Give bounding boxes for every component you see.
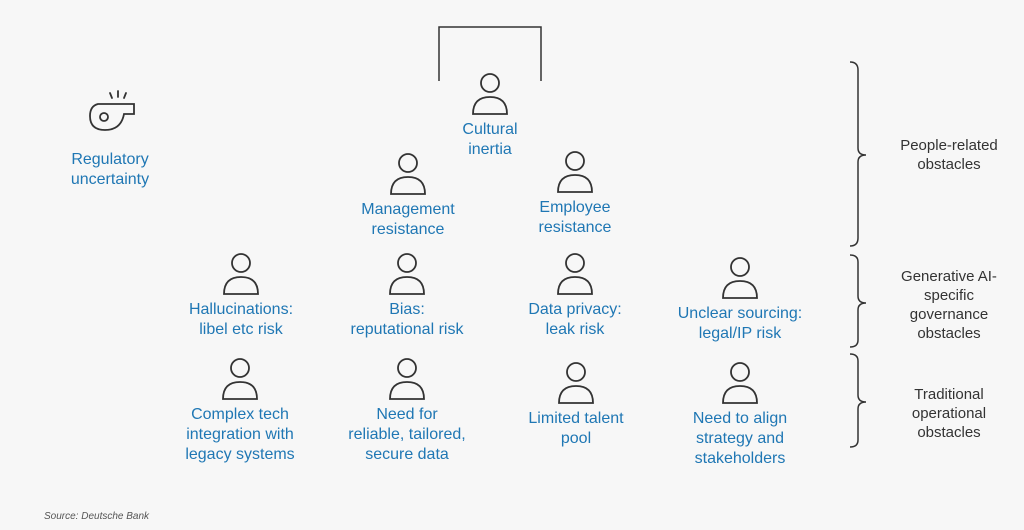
person-icon bbox=[390, 153, 426, 195]
node-employee-resistance: Employee resistance bbox=[490, 150, 660, 238]
node-management-resistance: Management resistance bbox=[323, 152, 493, 240]
group-label-genai: Generative AI- specific governance obsta… bbox=[901, 268, 997, 342]
person-icon bbox=[222, 358, 258, 400]
person-icon bbox=[558, 362, 594, 404]
node-label: Regulatory uncertainty bbox=[70, 151, 150, 188]
whistle-icon bbox=[89, 90, 135, 131]
node-label: Employee resistance bbox=[538, 199, 612, 236]
person-icon bbox=[722, 362, 758, 404]
person-icon bbox=[389, 253, 425, 295]
node-label: Hallucinations: libel etc risk bbox=[188, 301, 294, 338]
node-cultural-inertia: Cultural inertia bbox=[405, 72, 575, 160]
node-bias: Bias: reputational risk bbox=[322, 252, 492, 340]
node-label: Cultural inertia bbox=[462, 121, 518, 158]
node-limited-talent: Limited talent pool bbox=[491, 361, 661, 449]
node-need-data: Need for reliable, tailored, secure data bbox=[322, 357, 492, 465]
group-label-traditional: Traditional operational obstacles bbox=[911, 386, 987, 441]
node-label: Data privacy: leak risk bbox=[528, 301, 622, 338]
group-label-people: People-related obstacles bbox=[900, 137, 998, 173]
node-hallucinations: Hallucinations: libel etc risk bbox=[156, 252, 326, 340]
node-label: Limited talent pool bbox=[528, 410, 624, 447]
person-icon bbox=[472, 73, 508, 115]
person-icon bbox=[389, 358, 425, 400]
brace-genai bbox=[849, 254, 867, 348]
node-label: Complex tech integration with legacy sys… bbox=[185, 406, 295, 463]
node-unclear-sourcing: Unclear sourcing: legal/IP risk bbox=[655, 256, 825, 344]
brace-traditional bbox=[849, 353, 867, 448]
node-label: Need for reliable, tailored, secure data bbox=[348, 406, 466, 463]
node-label: Need to align strategy and stakeholders bbox=[692, 410, 788, 467]
node-label: Bias: reputational risk bbox=[350, 301, 464, 338]
person-icon bbox=[557, 253, 593, 295]
source-note: Source: Deutsche Bank bbox=[44, 511, 150, 522]
person-icon bbox=[223, 253, 259, 295]
brace-people bbox=[849, 61, 867, 247]
node-complex-tech: Complex tech integration with legacy sys… bbox=[155, 357, 325, 465]
person-icon bbox=[557, 151, 593, 193]
node-need-align: Need to align strategy and stakeholders bbox=[655, 361, 825, 469]
node-data-privacy: Data privacy: leak risk bbox=[490, 252, 660, 340]
node-label: Unclear sourcing: legal/IP risk bbox=[677, 305, 803, 342]
node-regulatory-uncertainty: Regulatory uncertainty bbox=[25, 146, 195, 190]
top-frame bbox=[438, 26, 542, 81]
person-icon bbox=[722, 257, 758, 299]
node-label: Management resistance bbox=[361, 201, 455, 238]
